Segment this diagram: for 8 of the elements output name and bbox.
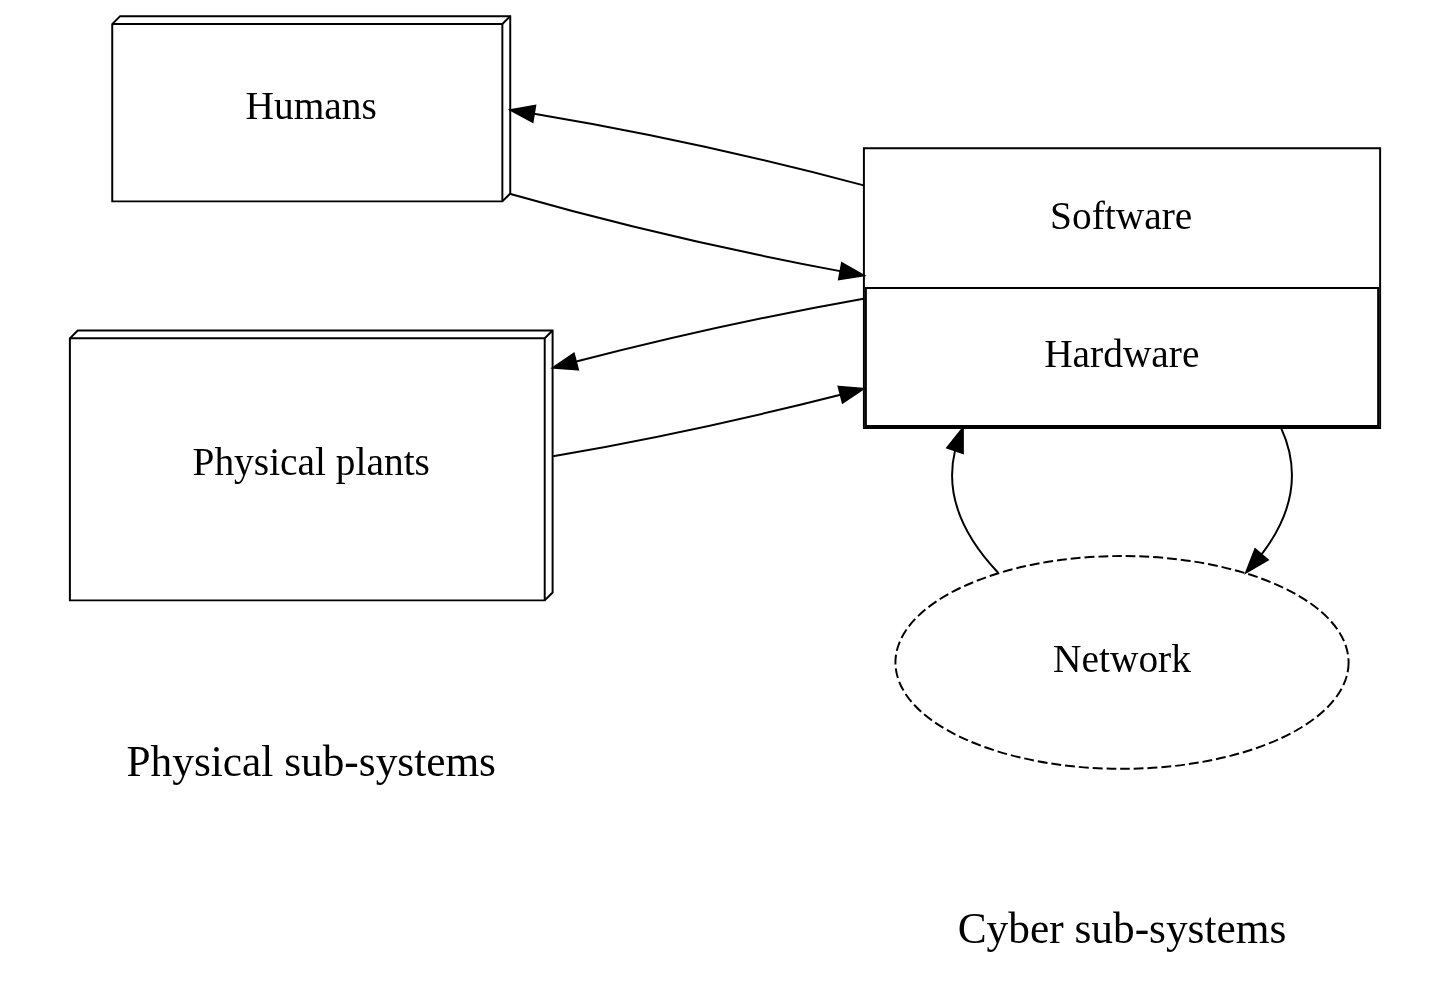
arrow <box>552 385 867 458</box>
label: Cyber sub-systems <box>957 904 1287 953</box>
arrow <box>507 104 865 187</box>
arrow <box>550 297 865 371</box>
arrow <box>509 192 867 281</box>
arrow <box>1244 427 1293 575</box>
label: Physical sub-systems <box>126 736 496 785</box>
node-ellipse: Network <box>894 555 1350 770</box>
